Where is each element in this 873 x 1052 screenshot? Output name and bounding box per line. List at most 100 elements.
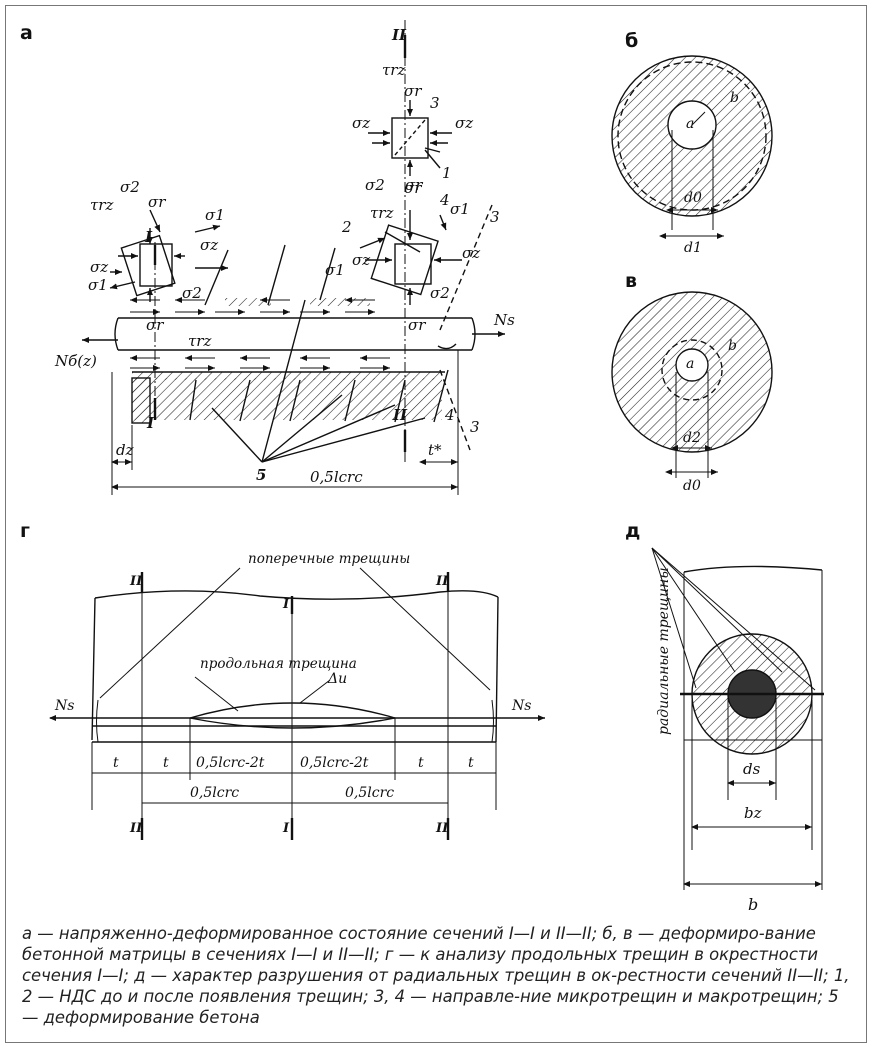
sigma-r-label: σr bbox=[404, 179, 422, 197]
stress-element-1-rotated bbox=[120, 234, 176, 297]
crack-line bbox=[204, 249, 229, 306]
section-label-1: I bbox=[282, 597, 290, 612]
tau-label: τrz bbox=[382, 61, 405, 79]
sigma-1-label: σ1 bbox=[205, 206, 225, 224]
crack-line bbox=[344, 379, 356, 422]
panel-label-d: д bbox=[625, 520, 641, 542]
num-2-label: 2 bbox=[341, 218, 352, 236]
num-3-label: 3 bbox=[470, 418, 480, 436]
figure-caption: а — напряженно-деформированное состояние… bbox=[22, 924, 850, 1027]
nb-label: Nб(z) bbox=[54, 352, 97, 370]
t-label: t bbox=[468, 755, 474, 771]
sigma-z-label: σz bbox=[352, 251, 370, 269]
half-dim-label: 0,5lcrc bbox=[190, 785, 239, 801]
half-dim-label: 0,5lcrc bbox=[345, 785, 394, 801]
panel-label-g: г bbox=[20, 520, 30, 542]
concrete-hatch-lower bbox=[132, 378, 442, 420]
figure-frame bbox=[5, 5, 867, 1043]
ns-left-label: Ns bbox=[54, 698, 74, 714]
ds-label: ds bbox=[743, 760, 761, 778]
radial-cracks-label: радиальные трещины bbox=[656, 567, 672, 735]
end-plate-left bbox=[131, 377, 151, 424]
tau-label: τrz bbox=[188, 332, 211, 350]
d2-label: d2 bbox=[683, 430, 701, 446]
bz-label: bz bbox=[744, 804, 762, 822]
section-label-1: I bbox=[144, 228, 153, 246]
crack-line bbox=[267, 244, 286, 306]
num-3-label: 3 bbox=[430, 94, 440, 112]
crack-line bbox=[189, 379, 197, 421]
tau-label: τrz bbox=[370, 204, 393, 222]
mid-dim-label: 0,5lcrc-2t bbox=[196, 755, 265, 771]
num-4-label: 4 bbox=[439, 191, 450, 209]
sigma-r-label: σr bbox=[148, 193, 166, 211]
b-label: b bbox=[728, 338, 737, 354]
sigma-r-label: σr bbox=[146, 316, 164, 334]
d0-label: d0 bbox=[683, 478, 701, 494]
concrete-top-edge bbox=[94, 590, 499, 600]
section-label-2: II bbox=[435, 574, 449, 589]
panel-d-drawing bbox=[651, 547, 824, 890]
panel-a-drawing bbox=[82, 20, 505, 495]
panel-label-b: б bbox=[625, 30, 639, 52]
section-label-2-bottom: II bbox=[129, 821, 143, 836]
transverse-cracks-label: поперечные трещины bbox=[248, 551, 410, 567]
mid-dim-label: 0,5lcrc-2t bbox=[300, 755, 369, 771]
sigma-2-label: σ2 bbox=[430, 284, 450, 302]
sigma-2-label: σ2 bbox=[120, 178, 140, 196]
a-label: a bbox=[686, 116, 694, 132]
section-label-1-bottom: I bbox=[146, 414, 155, 432]
sigma-z-label: σz bbox=[455, 114, 473, 132]
d1-label: d1 bbox=[684, 240, 702, 256]
stress-element-1 bbox=[139, 243, 173, 287]
sigma-r-label: σr bbox=[408, 316, 426, 334]
num-4-label: 4 bbox=[444, 406, 455, 424]
sigma-1-label: σ1 bbox=[450, 200, 470, 218]
num-5-label: 5 bbox=[256, 466, 266, 484]
panel-g-drawing bbox=[49, 567, 545, 840]
tau-label: τrz bbox=[90, 196, 113, 214]
stress-element-2-top bbox=[391, 117, 429, 159]
crack-line bbox=[319, 247, 336, 301]
crack-line bbox=[394, 379, 406, 423]
sigma-1-label: σ1 bbox=[88, 276, 108, 294]
sigma-r-label: σr bbox=[405, 176, 423, 194]
panel-label-a: а bbox=[20, 22, 33, 44]
num-1-label: 1 bbox=[442, 164, 452, 182]
sigma-2-label: σ2 bbox=[365, 176, 385, 194]
t-label: t* bbox=[428, 441, 442, 459]
crack-line bbox=[433, 369, 449, 423]
ns-right-label: Ns bbox=[511, 698, 531, 714]
sigma-z-label: σz bbox=[352, 114, 370, 132]
rebar-circle bbox=[675, 348, 709, 382]
t-label: t bbox=[113, 755, 119, 771]
sigma-z-label: σz bbox=[462, 244, 480, 262]
num-3-label: 3 bbox=[490, 208, 500, 226]
panel-label-v: в bbox=[625, 270, 638, 292]
section-label-2: II bbox=[129, 574, 143, 589]
d0-label: d0 bbox=[684, 190, 702, 206]
t-label: t bbox=[163, 755, 169, 771]
section-label-2-bottom: II bbox=[392, 406, 408, 424]
panel-a-labels: I I II II τrz σr σz σz σr 3 1 σr σ2 τrz … bbox=[54, 26, 515, 486]
section-label-2: II bbox=[391, 26, 407, 44]
crack-line bbox=[289, 379, 301, 422]
a-label: a bbox=[686, 356, 694, 372]
sigma-z-label: σz bbox=[90, 258, 108, 276]
section-label-2-bottom: II bbox=[435, 821, 449, 836]
sigma-1-label: σ1 bbox=[325, 261, 345, 279]
sigma-r-label: σr bbox=[404, 82, 422, 100]
panel-v-drawing bbox=[611, 291, 773, 478]
stress-element-2-rotated bbox=[370, 224, 439, 296]
panel-b-drawing bbox=[611, 55, 773, 239]
delta-u-label: Δu bbox=[327, 671, 347, 687]
sigma-z-label: σz bbox=[200, 236, 218, 254]
longitudinal-crack-label: продольная трещина bbox=[200, 656, 357, 672]
crack-line bbox=[239, 379, 251, 422]
ns-label: Ns bbox=[493, 311, 515, 329]
section-label-1-bottom: I bbox=[282, 821, 290, 836]
b-label: b bbox=[730, 90, 739, 106]
t-label: t bbox=[418, 755, 424, 771]
dz-label: dz bbox=[116, 441, 134, 459]
